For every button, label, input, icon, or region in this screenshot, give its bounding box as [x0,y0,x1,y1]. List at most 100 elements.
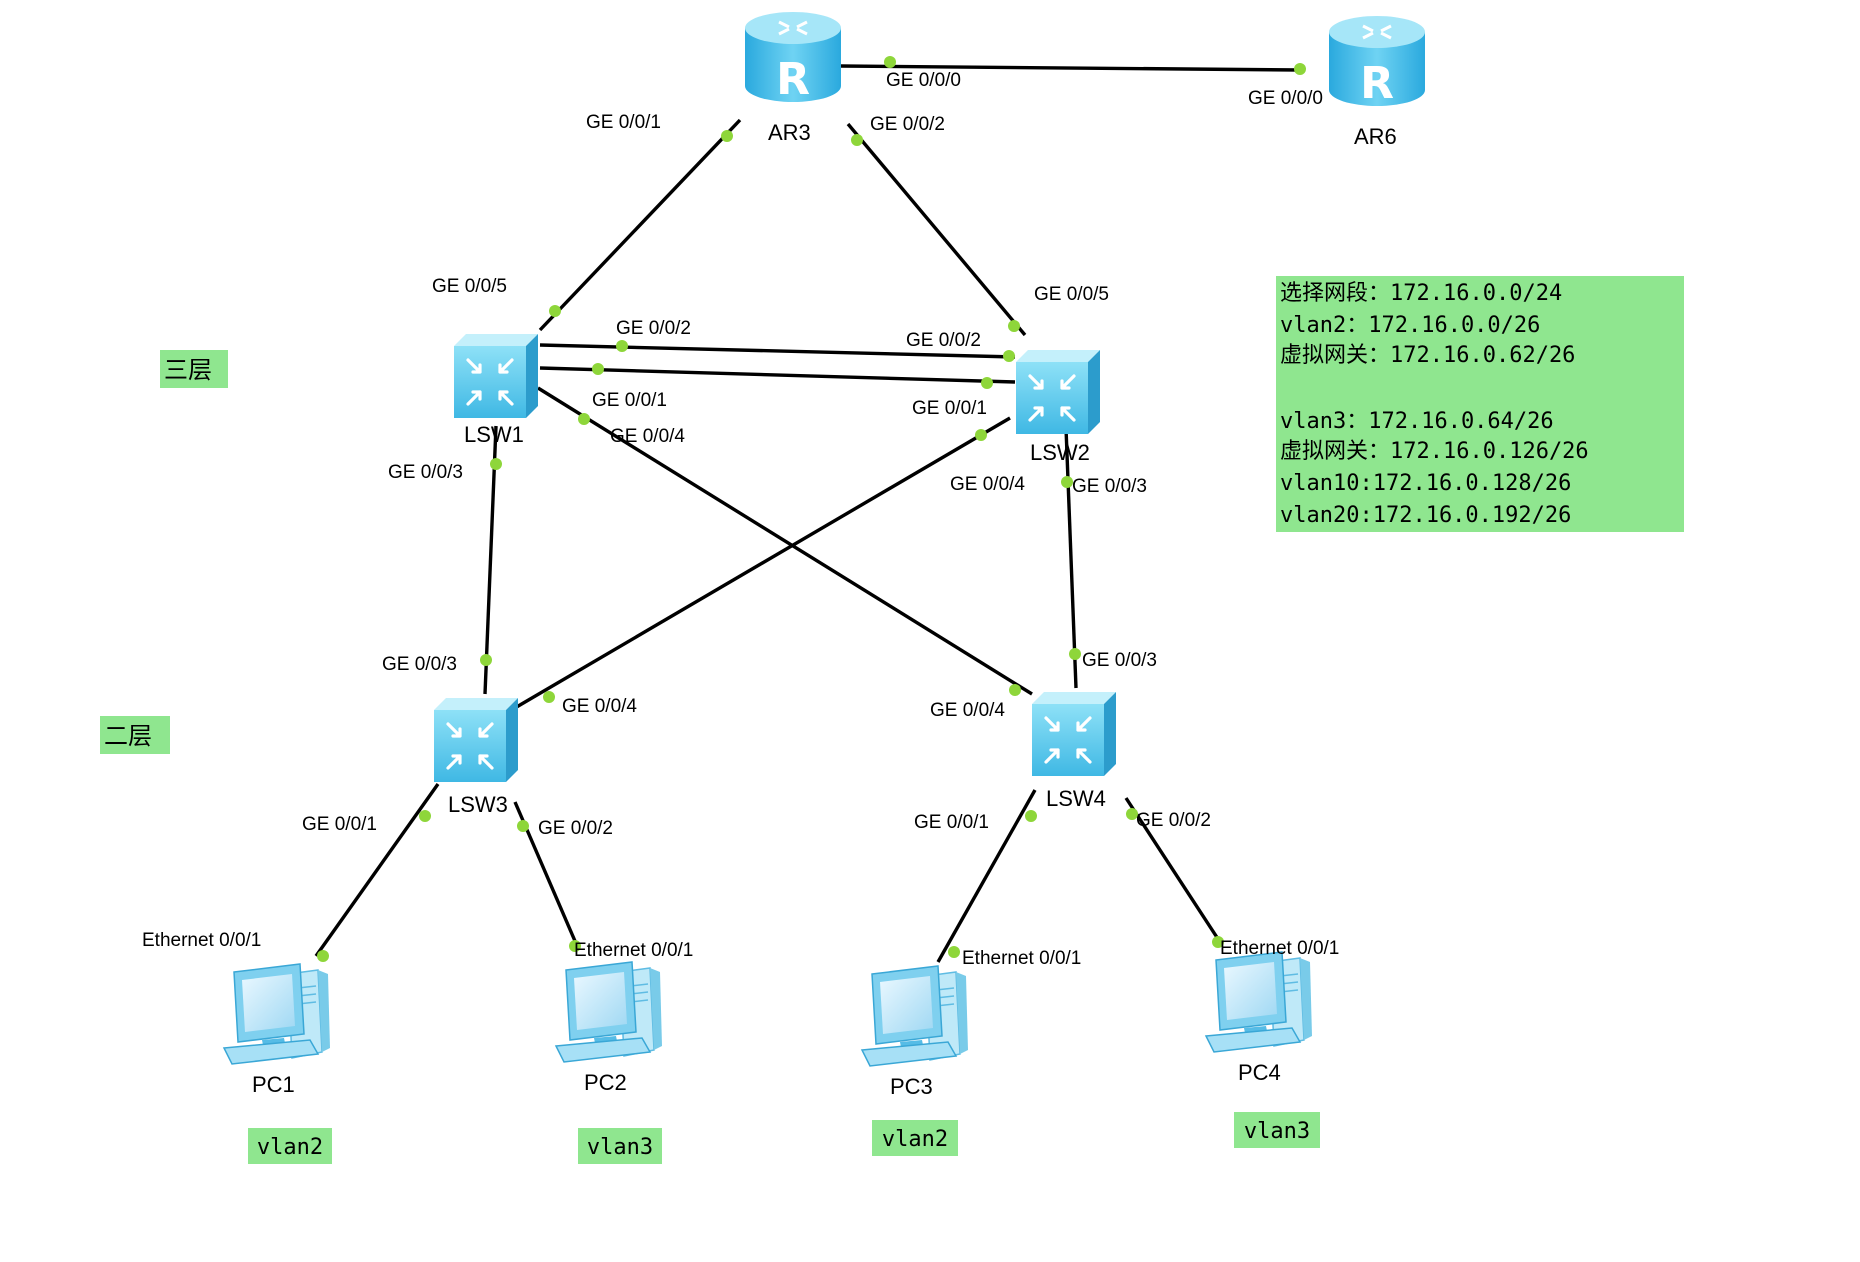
link-lsw4-pc3 [936,789,1037,963]
link-lsw4-pc4 [1124,797,1222,943]
port-label: Ethernet 0/0/1 [142,930,261,951]
switch-icon [432,696,520,784]
vlan-tag-text: vlan3 [587,1135,653,1160]
link-lsw3-pc1 [314,783,440,957]
link-ar3-lsw2 [846,122,1027,337]
router-glyph: R [776,54,810,105]
vlan-tag-pc2: vlan3 [578,1128,662,1164]
port-label: GE 0/0/4 [950,474,1025,495]
device-label-lsw4: LSW4 [1046,786,1106,811]
layer3-text: 三层 [164,356,212,384]
pc-4[interactable] [1205,951,1313,1053]
port-label: GE 0/0/2 [538,818,613,839]
link-ar3-lsw1 [538,118,742,332]
port-dot [1008,320,1020,332]
pc-icon [861,965,969,1067]
port-dot [1212,936,1224,948]
device-label-pc1: PC1 [252,1072,295,1097]
port-label: GE 0/0/1 [912,398,987,419]
router-ar3[interactable]: R [743,10,843,105]
pc-icon [555,961,663,1063]
device-labels: AR3 AR6 LSW1 LSW2 LSW3 LSW4 PC1 PC2 PC3 … [252,120,1397,1099]
device-label-pc3: PC3 [890,1074,933,1099]
port-dot [517,820,529,832]
link-lsw1-lsw2-ge001 [539,366,1016,384]
port-dot [1003,350,1015,362]
port-dots [317,56,1306,962]
link-lsw2-lsw4 [1064,427,1078,689]
port-dot [948,946,960,958]
port-dot [480,654,492,666]
link-lsw2-lsw3 [507,416,1011,714]
port-dot [317,950,329,962]
port-label: Ethernet 0/0/1 [1220,938,1339,959]
device-label-lsw1: LSW1 [464,422,524,447]
pc-2[interactable] [555,961,663,1063]
port-label: GE 0/0/1 [592,390,667,411]
port-dot [884,56,896,68]
info-line: 虚拟网关：172.16.0.62/26 [1280,343,1575,368]
link-ar3-ar6 [839,64,1301,72]
port-label: GE 0/0/3 [1082,650,1157,671]
port-label: GE 0/0/3 [388,462,463,483]
port-dot [543,691,555,703]
port-dot [592,363,604,375]
port-dot [419,810,431,822]
switch-lsw2[interactable] [1014,348,1102,436]
pc-icon [1205,951,1313,1053]
port-dot [851,134,863,146]
info-line: vlan2：172.16.0.0/26 [1280,313,1540,338]
info-line: vlan20:172.16.0.192/26 [1280,503,1571,528]
vlan-tag-text: vlan3 [1244,1119,1310,1144]
port-label: GE 0/0/1 [586,112,661,133]
device-label-ar3: AR3 [768,120,811,145]
port-label: GE 0/0/1 [914,812,989,833]
port-dot [1294,63,1306,75]
info-line: vlan10:172.16.0.128/26 [1280,471,1571,496]
port-label: GE 0/0/2 [616,318,691,339]
info-line: 虚拟网关：172.16.0.126/26 [1280,439,1589,464]
switch-icon [1014,348,1102,436]
port-label: Ethernet 0/0/1 [962,948,1081,969]
info-line: vlan3：172.16.0.64/26 [1280,409,1554,434]
pc-3[interactable] [861,965,969,1067]
port-label: GE 0/0/0 [1248,88,1323,109]
port-dot [975,429,987,441]
switch-lsw1[interactable] [452,332,540,420]
port-dot [981,377,993,389]
port-dot [490,458,502,470]
layer-label-l3: 三层 [160,350,228,388]
info-line: 选择网段：172.16.0.0/24 [1280,281,1562,306]
port-label: GE 0/0/4 [610,426,685,447]
layer2-text: 二层 [104,722,152,750]
device-label-ar6: AR6 [1354,124,1397,149]
device-label-pc4: PC4 [1238,1060,1281,1085]
port-label: Ethernet 0/0/1 [574,940,693,961]
switch-lsw4[interactable] [1030,690,1118,778]
port-label: GE 0/0/0 [886,70,961,91]
router-glyph: R [1360,58,1394,109]
device-label-lsw2: LSW2 [1030,440,1090,465]
port-dot [721,130,733,142]
port-dot [616,340,628,352]
vlan-tag-text: vlan2 [882,1127,948,1152]
port-label: GE 0/0/4 [930,700,1005,721]
port-dot [1069,648,1081,660]
router-ar6[interactable]: R [1327,14,1427,109]
port-dot [1126,808,1138,820]
switch-icon [452,332,540,420]
vlan-tag-pc1: vlan2 [248,1128,332,1164]
port-dot [1009,684,1021,696]
switch-lsw3[interactable] [432,696,520,784]
port-label: GE 0/0/2 [1136,810,1211,831]
device-label-lsw3: LSW3 [448,792,508,817]
port-dot [578,413,590,425]
port-label: GE 0/0/5 [1034,284,1109,305]
device-label-pc2: PC2 [584,1070,627,1095]
pc-1[interactable] [223,963,331,1065]
link-lsw1-lsw4 [537,386,1033,696]
pc-icon [223,963,331,1065]
port-label: GE 0/0/3 [1072,476,1147,497]
port-label: GE 0/0/2 [906,330,981,351]
